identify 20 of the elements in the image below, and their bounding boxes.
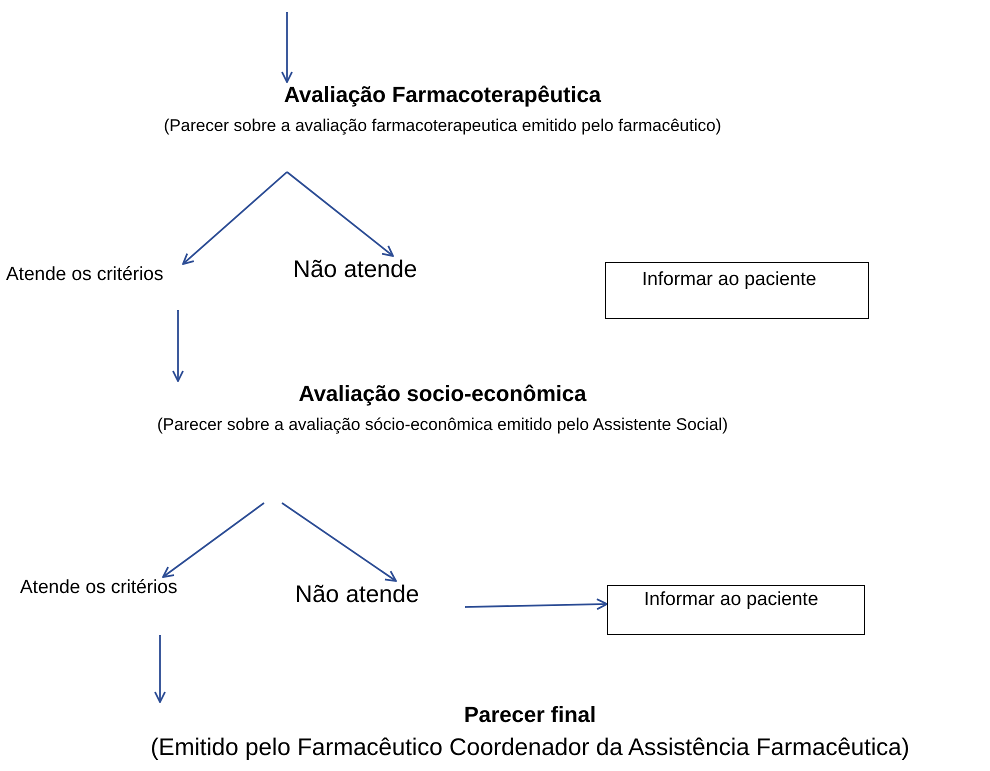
step-description: (Parecer sobre a avaliação sócio-econômica emitido pelo Assistente Social) [156,415,729,435]
step-heading: Avaliação Farmacoterapêutica [282,82,602,108]
outcome-label: Não atende [293,256,418,284]
step-heading: Parecer final [462,702,598,728]
arrow [162,502,265,578]
outcome-label: Atende os critérios [6,264,164,286]
step-description: (Emitido pelo Farmacêutico Coordenador da Assistência Farmacêutica) [149,734,910,762]
arrow [172,310,184,382]
arrow [281,12,293,83]
outcome-label: Atende os critérios [20,577,178,599]
outcome-label: Não atende [295,581,420,609]
process-box: Informar ao paciente [607,585,865,635]
process-box: Informar ao paciente [605,262,869,319]
step-description: (Parecer sobre a avaliação farmacoterapeutica emitido pelo farmacêutico) [162,116,722,136]
step-heading: Avaliação socio-econômica [298,381,588,407]
arrow [282,502,397,582]
arrow [464,598,608,610]
arrow [182,171,288,265]
arrow [154,635,166,703]
arrow [286,171,394,257]
